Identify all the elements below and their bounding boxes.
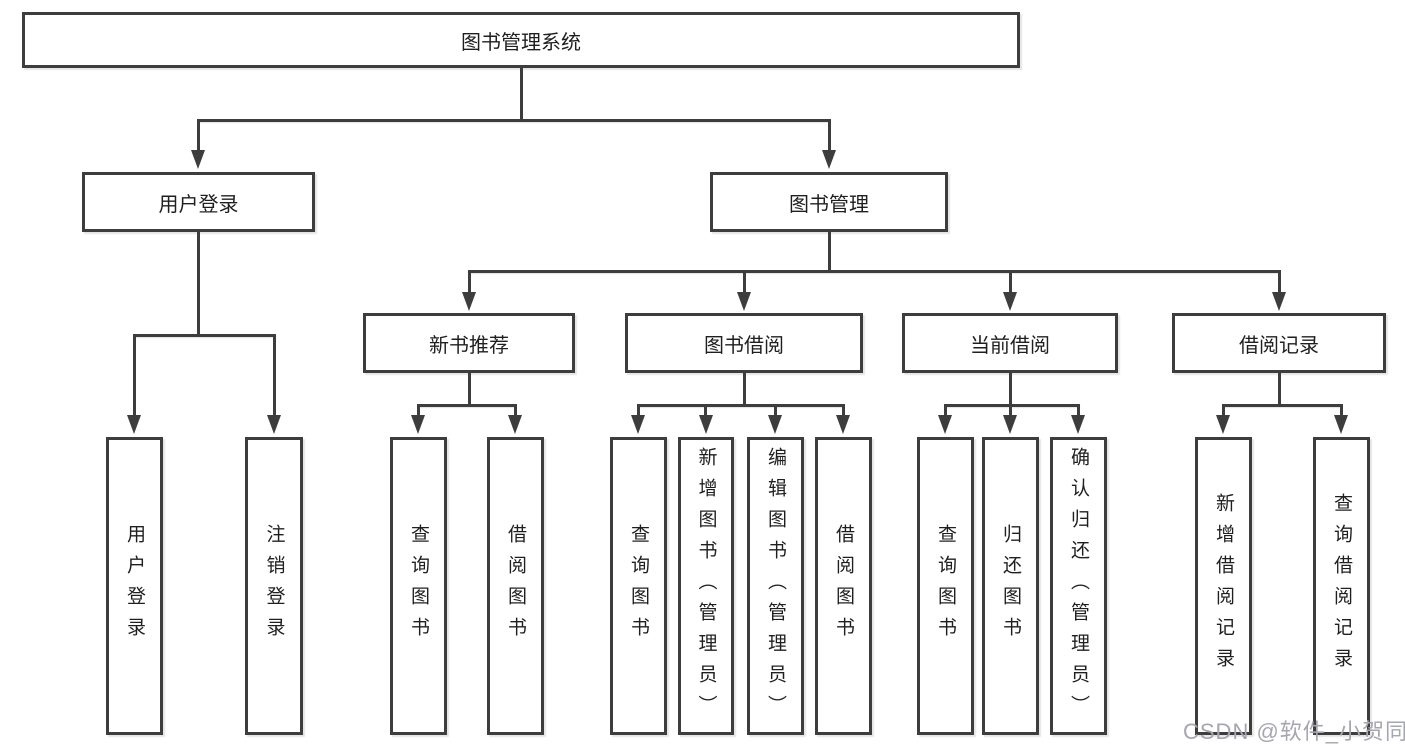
leaf-query-books-current: 查询图书: [917, 437, 974, 735]
connector-hbar: [637, 404, 845, 407]
arrowhead-down-icon: [462, 292, 476, 311]
arrowhead-down-icon: [508, 415, 522, 434]
arrowhead-down-icon: [127, 415, 141, 434]
connector-drop: [637, 404, 640, 416]
arrowhead-down-icon: [191, 150, 205, 169]
connector-root-stem: [520, 68, 523, 122]
leaf-borrow-books: 借阅图书: [815, 437, 872, 735]
arrowhead-down-icon: [631, 415, 645, 434]
connector-hbar: [133, 334, 276, 337]
leaf-user-login: 用户登录: [106, 437, 163, 735]
csdn-watermark: CSDN @软件_小贺同学: [1183, 719, 1405, 744]
connector-drop: [944, 404, 947, 416]
node-book-management: 图书管理: [710, 172, 948, 232]
node-current-borrowing: 当前借阅: [902, 313, 1118, 373]
arrowhead-down-icon: [1071, 415, 1085, 434]
node-user-login: 用户登录: [82, 172, 315, 232]
connector-drop: [1222, 404, 1225, 416]
leaf-return-books: 归还图书: [982, 437, 1039, 735]
leaf-borrow-books-recommend: 借阅图书: [487, 437, 544, 735]
connector-drop: [1009, 270, 1012, 293]
connector-drop: [1009, 404, 1012, 416]
connector-root-hbar: [197, 119, 831, 122]
arrowhead-down-icon: [1334, 415, 1348, 434]
connector-stem: [743, 373, 746, 407]
leaf-query-books-recommend: 查询图书: [390, 437, 447, 735]
connector-drop: [774, 404, 777, 416]
arrowhead-down-icon: [938, 415, 952, 434]
arrowhead-down-icon: [1003, 415, 1017, 434]
connector-hbar: [1222, 404, 1343, 407]
connector-stem: [1278, 373, 1281, 407]
leaf-query-books-borrowing: 查询图书: [610, 437, 667, 735]
connector-hbar: [417, 404, 517, 407]
leaf-confirm-return-admin: 确认归还（管理员）: [1050, 437, 1107, 735]
connector-hbar: [468, 270, 1280, 273]
arrowhead-down-icon: [1272, 292, 1286, 311]
leaf-logout: 注销登录: [245, 437, 303, 735]
arrowhead-down-icon: [836, 415, 850, 434]
connector-drop: [704, 404, 707, 416]
connector-drop: [743, 270, 746, 293]
connector-drop: [1340, 404, 1343, 416]
arrowhead-down-icon: [1003, 292, 1017, 311]
connector-stem: [828, 232, 831, 273]
connector-drop: [514, 404, 517, 416]
node-library-management-system: 图书管理系统: [22, 12, 1020, 68]
leaf-add-books-admin: 新增图书（管理员）: [678, 437, 734, 735]
leaf-query-borrow-record: 查询借阅记录: [1313, 437, 1370, 735]
connector-stem: [1009, 373, 1012, 407]
node-borrowing-records: 借阅记录: [1172, 313, 1386, 373]
connector-drop: [1077, 404, 1080, 416]
leaf-edit-books-admin: 编辑图书（管理员）: [747, 437, 804, 735]
node-book-borrowing: 图书借阅: [625, 313, 863, 373]
connector-drop: [468, 270, 471, 293]
arrowhead-down-icon: [768, 415, 782, 434]
connector-drop: [133, 334, 136, 416]
arrowhead-down-icon: [699, 415, 713, 434]
arrowhead-down-icon: [411, 415, 425, 434]
connector-hbar: [944, 404, 1080, 407]
connector-drop: [417, 404, 420, 416]
leaf-add-borrow-record: 新增借阅记录: [1195, 437, 1252, 735]
arrowhead-down-icon: [267, 415, 281, 434]
connector-drop: [828, 119, 831, 152]
arrowhead-down-icon: [737, 292, 751, 311]
arrowhead-down-icon: [1216, 415, 1230, 434]
connector-drop: [273, 334, 276, 416]
connector-drop: [197, 119, 200, 152]
connector-stem: [468, 373, 471, 407]
arrowhead-down-icon: [822, 150, 836, 169]
connector-drop: [842, 404, 845, 416]
connector-stem: [197, 232, 200, 337]
node-new-book-recommend: 新书推荐: [363, 313, 575, 373]
connector-drop: [1278, 270, 1281, 293]
